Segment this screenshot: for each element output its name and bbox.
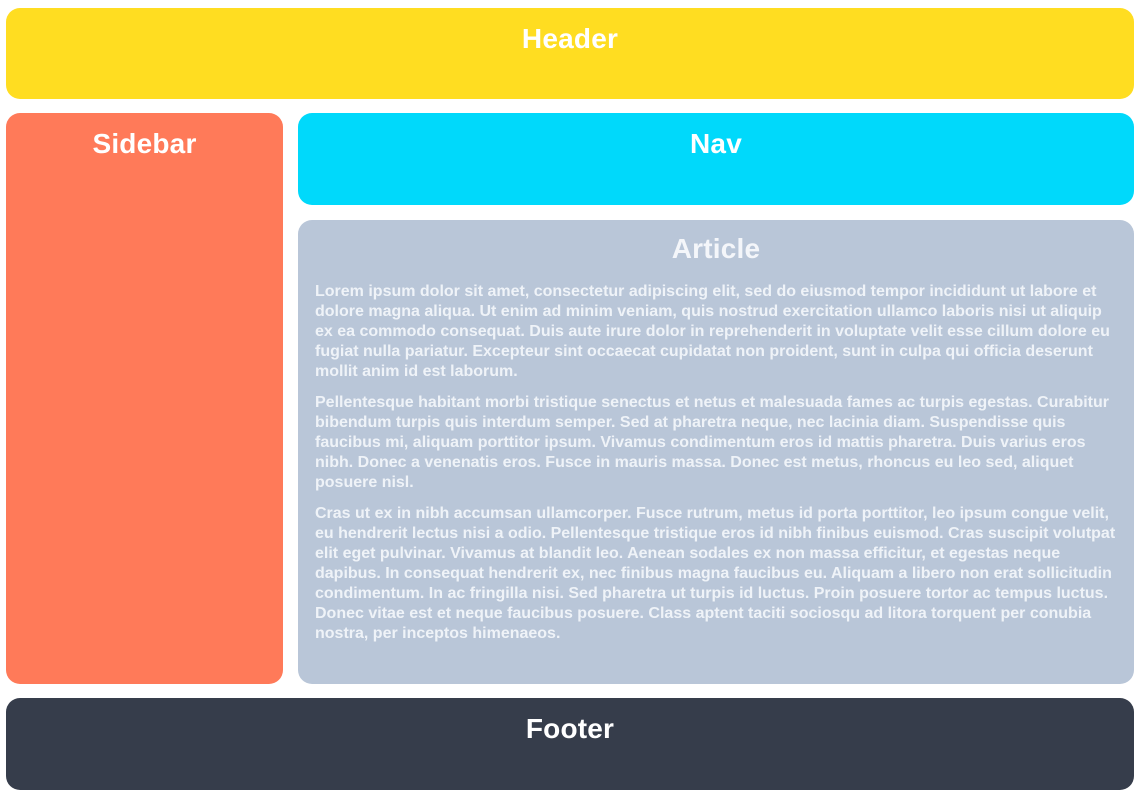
footer-panel: Footer bbox=[6, 698, 1134, 790]
header-title: Header bbox=[521, 23, 619, 54]
article-panel: Article Lorem ipsum dolor sit amet, cons… bbox=[298, 220, 1134, 684]
middle-row: Sidebar Nav Article Lorem ipsum dolor si… bbox=[6, 113, 1134, 684]
nav-title: Nav bbox=[690, 128, 742, 159]
article-title: Article bbox=[671, 233, 761, 264]
article-paragraph: Pellentesque habitant morbi tristique se… bbox=[315, 394, 1110, 491]
sidebar-panel: Sidebar bbox=[6, 113, 283, 684]
sidebar-title: Sidebar bbox=[92, 128, 197, 159]
nav-panel: Nav bbox=[298, 113, 1134, 205]
article-paragraph: Cras ut ex in nibh accumsan ullamcorper.… bbox=[315, 505, 1116, 642]
article-paragraph: Lorem ipsum dolor sit amet, consectetur … bbox=[315, 283, 1110, 380]
header-panel: Header bbox=[6, 8, 1134, 99]
footer-title: Footer bbox=[525, 713, 615, 744]
main-column: Nav Article Lorem ipsum dolor sit amet, … bbox=[298, 113, 1134, 684]
